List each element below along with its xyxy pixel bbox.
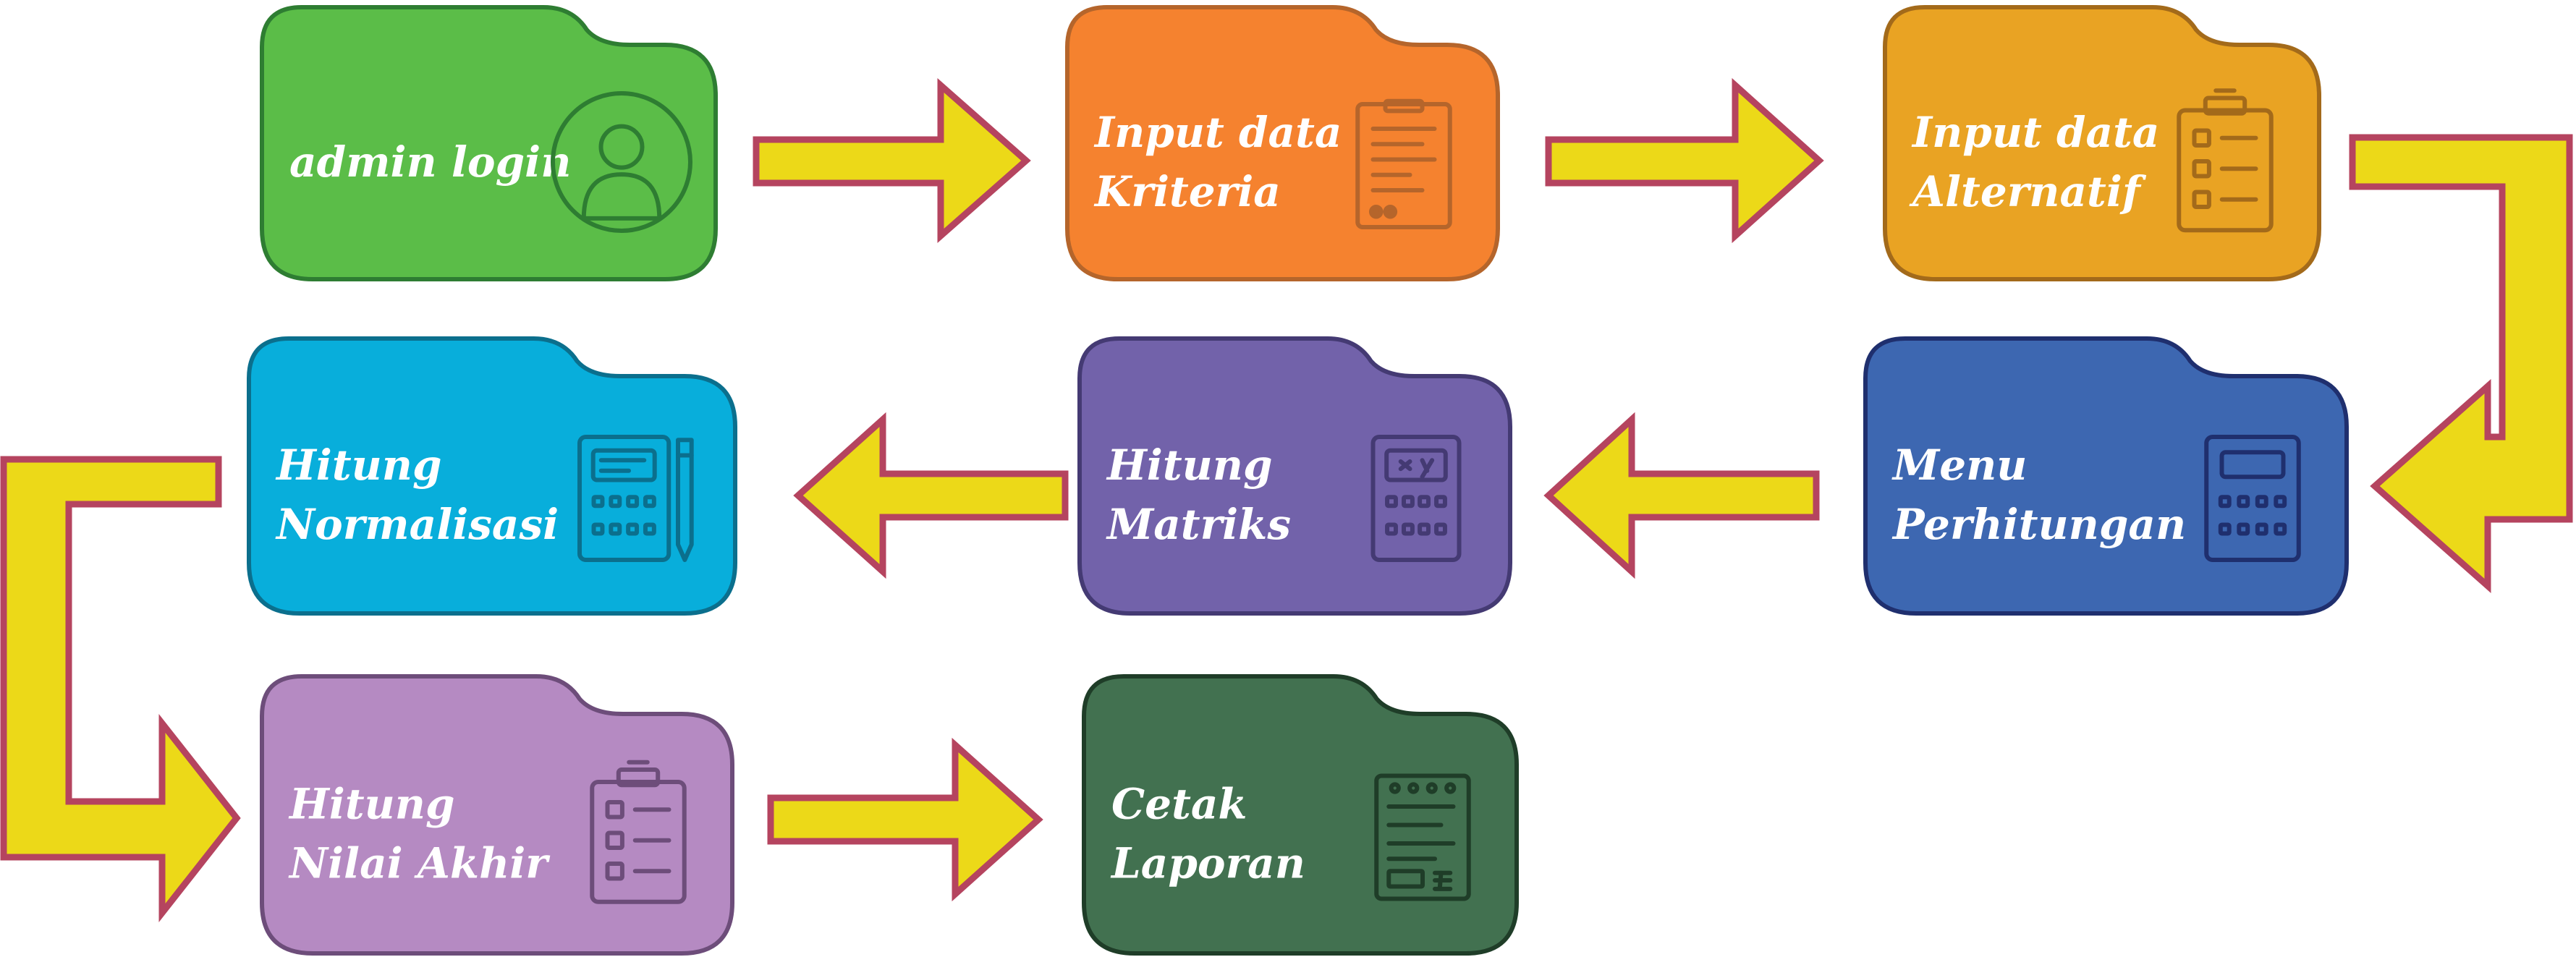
step-label: Hitung xyxy=(288,780,455,829)
step-label: Normalisasi xyxy=(275,500,559,549)
folder-shape xyxy=(1863,336,2349,616)
calculator-icon xyxy=(2204,435,2301,562)
step-label: Input data xyxy=(1911,108,2160,157)
calculator-pen-icon xyxy=(577,435,694,562)
arrow-matriks-to-normalisasi xyxy=(793,412,1069,579)
step-label: Matriks xyxy=(1106,500,1291,549)
report-icon xyxy=(1374,773,1471,901)
arrow-login-to-kriteria xyxy=(753,78,1031,243)
step-label: Menu xyxy=(1891,441,2027,490)
arrow-menu-to-matriks xyxy=(1543,412,1820,579)
folder-shape xyxy=(247,336,737,616)
step-label: admin login xyxy=(289,137,571,187)
user-icon xyxy=(551,91,692,233)
step-label: Perhitungan xyxy=(1891,500,2186,549)
step-label: Laporan xyxy=(1110,839,1305,888)
connector-arrows xyxy=(0,77,2573,923)
step-admin-login: admin login xyxy=(260,5,718,281)
arrow-kriteria-to-alternatif xyxy=(1545,77,1824,244)
clipboard-icon xyxy=(1355,98,1452,229)
step-label: Alternatif xyxy=(1909,167,2147,216)
step-label: Input data xyxy=(1093,108,1342,157)
checklist-icon xyxy=(590,760,687,904)
checklist-icon xyxy=(2177,88,2274,233)
step-label: Kriteria xyxy=(1093,167,1281,216)
step-label: Hitung xyxy=(275,441,442,490)
arrow-nilai-akhir-to-cetak xyxy=(767,737,1043,902)
step-label: Cetak xyxy=(1111,780,1247,829)
arrow-normalisasi-to-nilai-akhir xyxy=(0,456,241,923)
folder-shape xyxy=(1077,336,1512,616)
step-label: Hitung xyxy=(1106,441,1273,490)
folder-shape xyxy=(260,5,718,281)
folder-shape xyxy=(260,674,734,956)
folder-shape xyxy=(1082,674,1519,956)
arrow-alternatif-to-menu xyxy=(2349,134,2573,593)
step-label: Nilai Akhir xyxy=(288,839,551,888)
matrix-calculator-icon xyxy=(1370,435,1462,562)
folder-shape xyxy=(1883,5,2321,281)
